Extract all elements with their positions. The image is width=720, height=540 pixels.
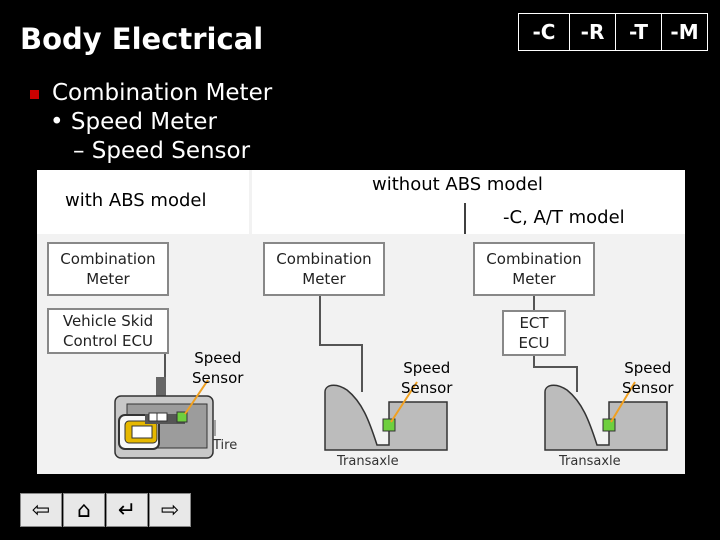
combination-meter-box-1: Combination Meter xyxy=(47,242,169,296)
without-abs-header xyxy=(252,170,685,234)
outline-level2: • Speed Meter xyxy=(50,109,217,135)
tab-t[interactable]: -T xyxy=(615,13,662,51)
combination-meter-box-3: Combination Meter xyxy=(473,242,595,296)
home-icon[interactable]: ⌂ xyxy=(63,493,105,527)
with-abs-header xyxy=(37,170,249,234)
sensor-green-1 xyxy=(176,411,188,423)
transaxle-icon-2 xyxy=(544,384,668,451)
section-tabs: -C -R -T -M xyxy=(518,13,708,51)
sensor-green-2 xyxy=(382,418,396,432)
return-icon[interactable]: ↵ xyxy=(106,493,148,527)
outline-level3: – Speed Sensor xyxy=(73,138,251,164)
speed-sensor-label-3: Speed Sensor xyxy=(622,359,674,397)
speed-sensor-label-1: Speed Sensor xyxy=(192,349,244,387)
skid-control-ecu-box: Vehicle Skid Control ECU xyxy=(47,308,169,354)
bullet-square-icon xyxy=(30,90,39,99)
transaxle-label-1: Transaxle xyxy=(337,454,399,469)
tab-c[interactable]: -C xyxy=(518,13,570,51)
transaxle-icon-1 xyxy=(324,384,448,451)
tire-label: Tire xyxy=(213,438,238,453)
transaxle-label-2: Transaxle xyxy=(559,454,621,469)
diagram-lines xyxy=(114,203,668,459)
without-abs-label: without ABS model xyxy=(372,174,543,195)
sensor-green-3 xyxy=(602,418,616,432)
outline-level1: Combination Meter xyxy=(52,80,273,106)
ect-ecu-box: ECT ECU xyxy=(502,310,566,356)
sensor-mount xyxy=(156,377,166,413)
arrow-left-icon[interactable]: ⇦ xyxy=(20,493,62,527)
speed-sensor-label-2: Speed Sensor xyxy=(401,359,453,397)
arrow-right-icon[interactable]: ⇨ xyxy=(149,493,191,527)
speed-sensor-diagram: with ABS model without ABS model -C, A/T… xyxy=(37,170,685,474)
tab-r[interactable]: -R xyxy=(569,13,616,51)
with-abs-label: with ABS model xyxy=(65,190,207,211)
page-title: Body Electrical xyxy=(20,22,264,56)
at-model-label: -C, A/T model xyxy=(503,207,625,228)
tire-assembly-icon xyxy=(114,395,214,459)
combination-meter-box-2: Combination Meter xyxy=(263,242,385,296)
tab-m[interactable]: -M xyxy=(661,13,708,51)
